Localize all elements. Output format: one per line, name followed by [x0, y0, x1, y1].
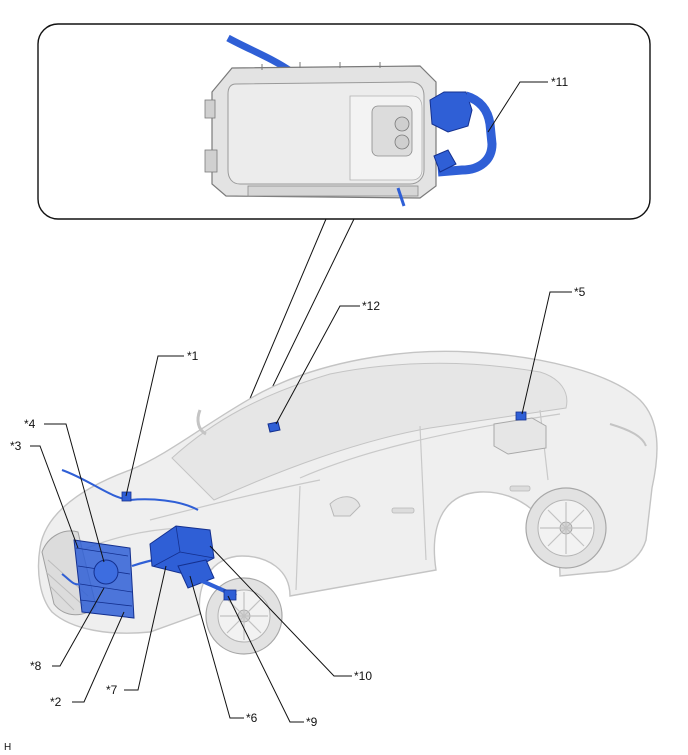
callout-labels: *1 *12 *5 *4 *3 *8 *2 *7 *6 *9 *10 H [4, 285, 586, 753]
callout-9: *9 [306, 715, 318, 729]
callout-5: *5 [574, 285, 586, 299]
callout-11: *11 [551, 75, 568, 89]
callout-9-leader [227, 595, 304, 723]
callout-7-leader [124, 565, 167, 691]
callout-3-leader [30, 445, 79, 549]
cabin-sensor [267, 421, 281, 433]
detail-inset: *11 [37, 23, 651, 220]
callout-3: *3 [10, 439, 22, 453]
callout-11-component [396, 91, 497, 207]
callout-5-leader [521, 291, 572, 415]
callout-12-leader [275, 305, 360, 425]
rear-battery-box [493, 411, 547, 455]
callout-6: *6 [246, 711, 258, 725]
callout-2: *2 [50, 695, 62, 709]
side-mirror [329, 496, 361, 517]
callout-8-leader [52, 587, 105, 667]
car-glass [171, 362, 568, 501]
callout-1: *1 [187, 349, 199, 363]
callout-6-leader [189, 575, 244, 719]
callout-10: *10 [354, 669, 372, 683]
highlighted-components [61, 421, 281, 619]
inverter-unit-illustration [204, 62, 437, 199]
figure-code: H [4, 742, 11, 753]
callout-10-leader [209, 545, 352, 677]
callout-1-leader [125, 355, 184, 497]
callout-7: *7 [106, 683, 118, 697]
callout-11-leader [487, 81, 548, 133]
callout-8: *8 [30, 659, 42, 673]
rear-wheel [525, 487, 607, 569]
callout-4: *4 [24, 417, 36, 431]
callout-12: *12 [362, 299, 380, 313]
callout-4-leader [44, 423, 105, 563]
callout-2-leader [72, 611, 125, 703]
